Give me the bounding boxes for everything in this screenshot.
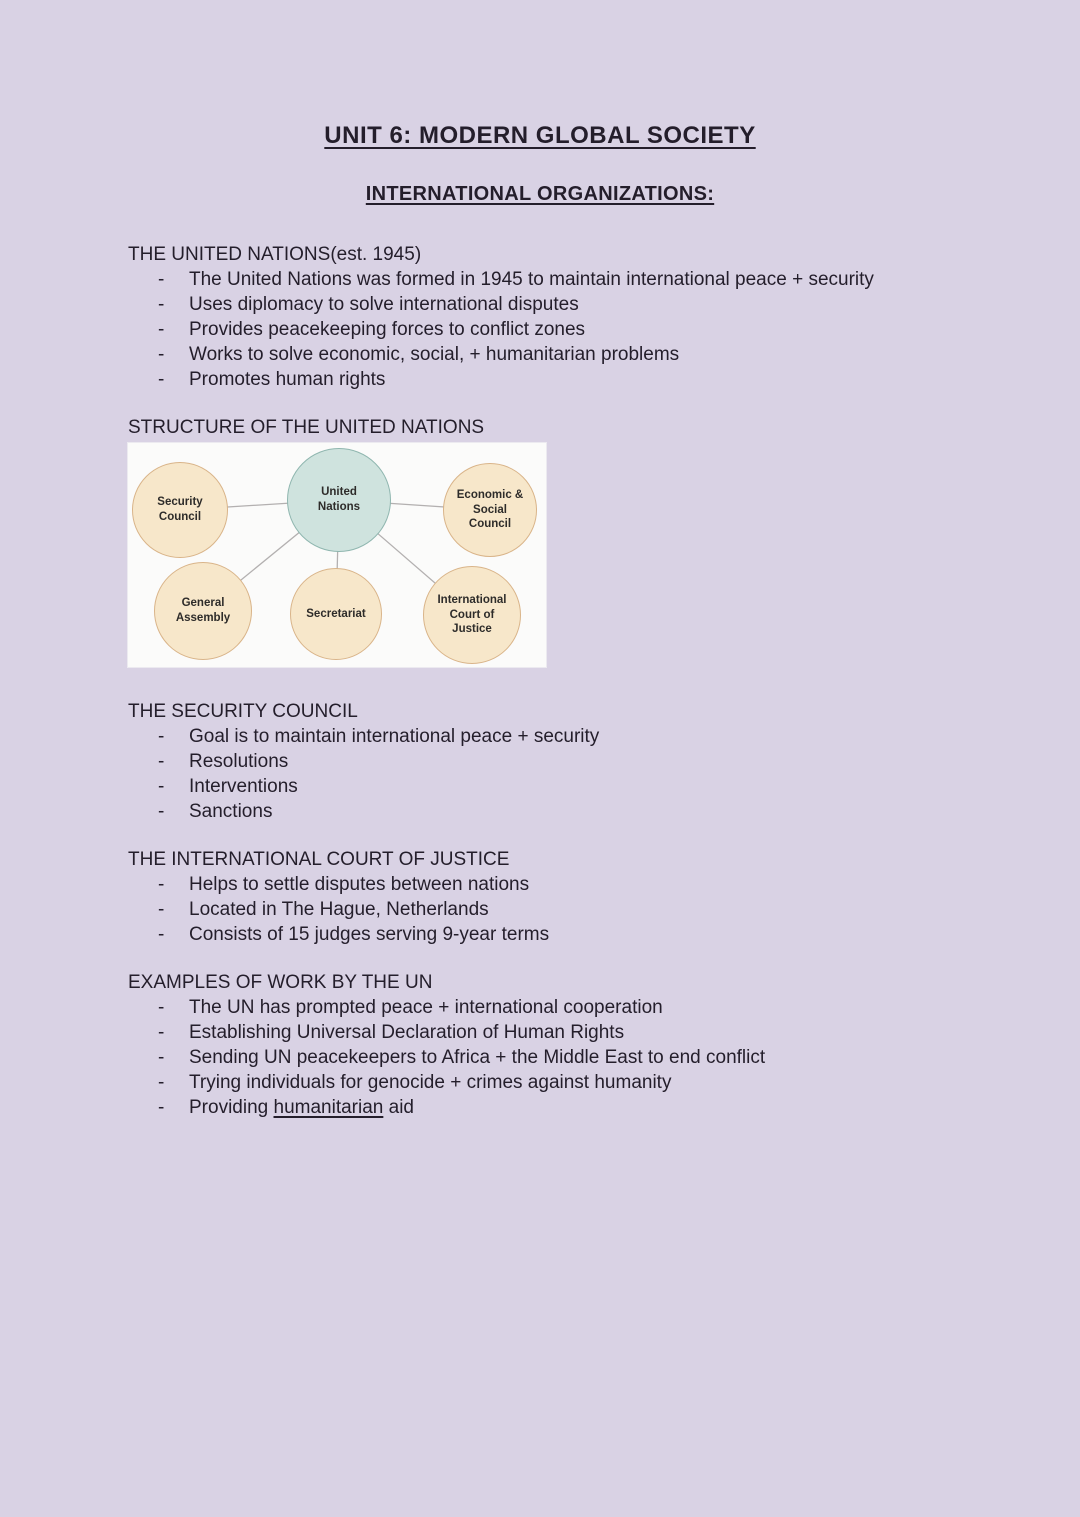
bullet-text: Sanctions (189, 801, 273, 822)
page-content: THE UNITED NATIONS(est. 1945) - The Unit… (0, 242, 1080, 1120)
bullet-text: Goal is to maintain international peace … (189, 726, 600, 747)
bullet-text: Located in The Hague, Netherlands (189, 899, 489, 920)
bullet-text: Consists of 15 judges serving 9-year ter… (189, 924, 550, 945)
bullet-dash: - (158, 369, 165, 390)
bullet-item: - Works to solve economic, social, + hum… (128, 342, 980, 367)
section-security-council: THE SECURITY COUNCIL - Goal is to mainta… (128, 699, 980, 824)
section-heading: THE SECURITY COUNCIL (128, 701, 358, 722)
bullet-dash: - (158, 776, 165, 797)
bullet-dash: - (158, 319, 165, 340)
diagram-node-security-council: Security Council (132, 462, 228, 558)
bullet-text: Resolutions (189, 751, 289, 772)
bullet-text: Trying individuals for genocide + crimes… (189, 1072, 672, 1093)
bullet-item: - Promotes human rights (128, 367, 980, 392)
diagram-node-secretariat: Secretariat (290, 568, 382, 660)
section-heading: EXAMPLES OF WORK BY THE UN (128, 972, 433, 993)
bullet-dash: - (158, 344, 165, 365)
bullet-dash: - (158, 899, 165, 920)
bullet-text: Provides peacekeeping forces to conflict… (189, 319, 586, 340)
bullet-dash: - (158, 801, 165, 822)
diagram-node-united-nations: United Nations (287, 448, 391, 552)
bullet-text: The UN has prompted peace + internationa… (189, 997, 663, 1018)
bullet-item: - Resolutions (128, 749, 980, 774)
bullet-dash: - (158, 751, 165, 772)
bullet-dash: - (158, 874, 165, 895)
bullet-dash: - (158, 1097, 165, 1118)
bullet-text: The United Nations was formed in 1945 to… (189, 269, 874, 290)
bullet-item: - Trying individuals for genocide + crim… (128, 1070, 980, 1095)
bullet-text: Providing humanitarian aid (189, 1095, 414, 1120)
bullet-text: Uses diplomacy to solve international di… (189, 294, 579, 315)
bullet-dash: - (158, 269, 165, 290)
bullet-text-post: aid (383, 1097, 414, 1118)
bullet-item: - Helps to settle disputes between natio… (128, 872, 980, 897)
diagram-node-economic-social-council: Economic & Social Council (443, 463, 537, 557)
bullet-text-pre: Providing (189, 1097, 274, 1118)
section-structure: STRUCTURE OF THE UNITED NATIONS United N… (128, 415, 980, 667)
underlined-word-humanitarian: humanitarian (273, 1097, 384, 1118)
bullet-item: - Uses diplomacy to solve international … (128, 292, 980, 317)
bullet-item: - Located in The Hague, Netherlands (128, 897, 980, 922)
bullet-item: - Consists of 15 judges serving 9-year t… (128, 922, 980, 947)
section-heading: THE UNITED NATIONS(est. 1945) (128, 244, 422, 265)
section-heading: THE INTERNATIONAL COURT OF JUSTICE (128, 849, 510, 870)
bullet-dash: - (158, 997, 165, 1018)
bullet-dash: - (158, 726, 165, 747)
bullet-dash: - (158, 1072, 165, 1093)
bullet-text: Works to solve economic, social, + human… (189, 344, 680, 365)
section-court-of-justice: THE INTERNATIONAL COURT OF JUSTICE - Hel… (128, 847, 980, 947)
bullet-item: - The UN has prompted peace + internatio… (128, 995, 980, 1020)
bullet-item: - Goal is to maintain international peac… (128, 724, 980, 749)
diagram-node-general-assembly: General Assembly (154, 562, 252, 660)
bullet-dash: - (158, 1047, 165, 1068)
section-examples: EXAMPLES OF WORK BY THE UN - The UN has … (128, 970, 980, 1120)
bullet-text: Helps to settle disputes between nations (189, 874, 530, 895)
bullet-dash: - (158, 924, 165, 945)
bullet-item: - Sanctions (128, 799, 980, 824)
bullet-item: - Provides peacekeeping forces to confli… (128, 317, 980, 342)
bullet-dash: - (158, 294, 165, 315)
bullet-text: Establishing Universal Declaration of Hu… (189, 1022, 625, 1043)
section-heading: STRUCTURE OF THE UNITED NATIONS (128, 417, 485, 438)
bullet-text: Sending UN peacekeepers to Africa + the … (189, 1047, 766, 1068)
section-united-nations: THE UNITED NATIONS(est. 1945) - The Unit… (128, 242, 980, 392)
bullet-text: Promotes human rights (189, 369, 386, 390)
notes-page: UNIT 6: MODERN GLOBAL SOCIETY INTERNATIO… (0, 120, 1080, 1517)
diagram-node-court-of-justice: International Court of Justice (423, 566, 521, 664)
bullet-dash: - (158, 1022, 165, 1043)
bullet-item: - Establishing Universal Declaration of … (128, 1020, 980, 1045)
bullet-text: Interventions (189, 776, 298, 797)
bullet-item: - The United Nations was formed in 1945 … (128, 267, 980, 292)
bullet-item: - Providing humanitarian aid (128, 1095, 980, 1120)
bullet-item: - Sending UN peacekeepers to Africa + th… (128, 1045, 980, 1070)
un-structure-diagram: United Nations Security Council Economic… (128, 443, 546, 667)
bullet-item: - Interventions (128, 774, 980, 799)
page-title: UNIT 6: MODERN GLOBAL SOCIETY (324, 122, 756, 149)
page-subtitle: INTERNATIONAL ORGANIZATIONS: (365, 183, 715, 205)
